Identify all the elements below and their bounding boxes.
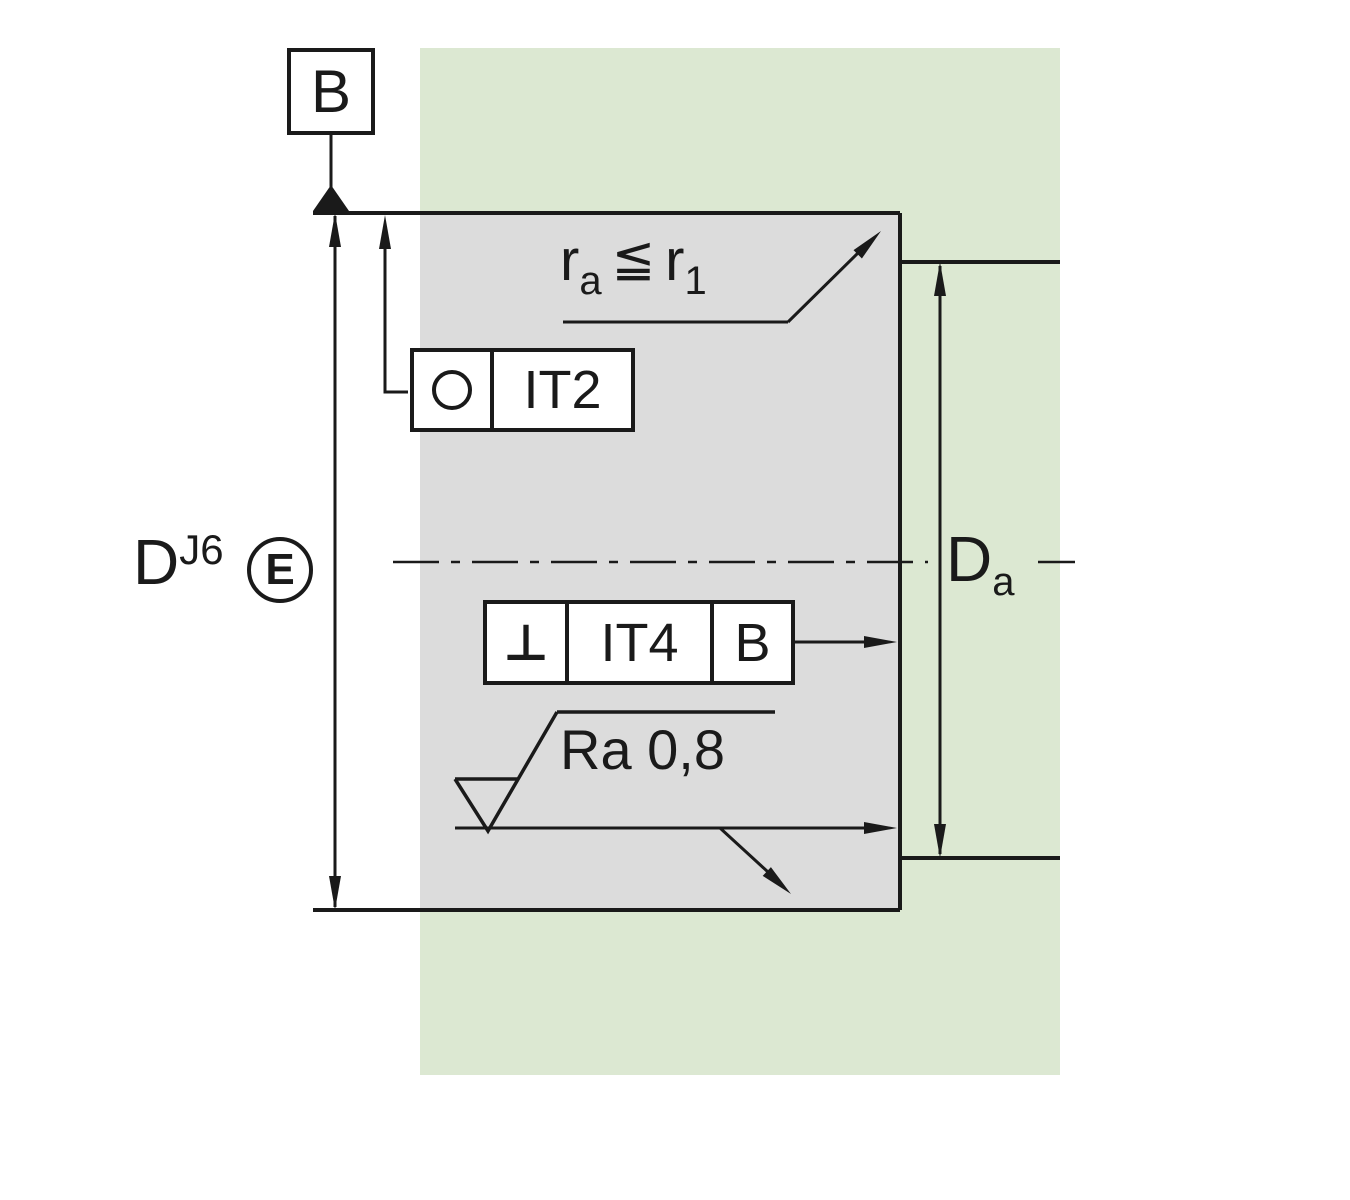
roundness-value: IT2 [523,360,602,420]
datum-label: B [310,58,352,125]
chamfer-ref: r [665,228,685,293]
roughness-value: Ra 0,8 [560,722,725,778]
chamfer-ref-sub: 1 [684,259,707,303]
shoulder-diameter-label: Da [946,527,1014,602]
perpendicularity-icon: ⊥ [503,613,549,672]
bore-d: D [133,526,180,598]
chamfer-r: r [560,228,580,293]
housing-section [420,213,900,910]
roundness-arrow-icon [379,215,391,249]
perpendicularity-value-cell: IT4 [569,604,714,681]
roughness-text: Ra 0,8 [560,718,725,781]
perpendicularity-datum: B [734,612,771,673]
perpendicularity-value: IT4 [600,612,679,673]
bore-dim-arrow-up-icon [329,213,341,247]
roundness-tolerance-frame: IT2 [410,348,635,432]
chamfer-note: ra≦r1 [560,229,707,302]
shoulder-d: D [946,523,993,595]
bore-dim-arrow-down-icon [329,876,341,910]
shoulder-d-sub: a [992,560,1015,604]
perpendicularity-datum-cell: B [714,604,791,681]
roundness-icon [432,370,472,410]
roundness-symbol-cell [414,352,494,428]
datum-label-box: B [287,48,375,135]
bore-diameter-label: DJ6 [133,529,224,595]
roundness-leader-line [383,246,408,394]
perpendicularity-tolerance-frame: ⊥ IT4 B [483,600,795,685]
chamfer-r-sub: a [579,259,602,303]
datum-triangle-icon [313,185,349,211]
roundness-value-cell: IT2 [494,352,631,428]
envelope-letter: E [265,545,295,594]
bore-fit: J6 [179,526,224,573]
envelope-symbol: E [247,537,313,603]
less-equal-icon: ≦ [611,229,656,289]
perpendicularity-symbol-cell: ⊥ [487,604,569,681]
